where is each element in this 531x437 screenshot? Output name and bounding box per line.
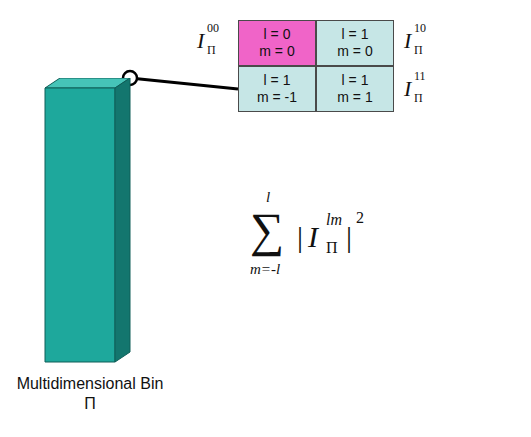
intensity-symbol: I	[404, 78, 411, 100]
cell-index: m = -1	[257, 89, 297, 106]
coefficient-cell: l = 1m = -1	[238, 66, 316, 112]
index-superscript: lm	[326, 212, 342, 228]
bin-subscript: Π	[414, 92, 423, 104]
bin-cuboid	[15, 78, 165, 368]
cell-index: l = 1	[342, 26, 369, 43]
bin-subscript: Π	[414, 44, 423, 56]
sum-upper-limit: l	[266, 190, 270, 205]
histogram-bin: Multidimensional Bin Π	[15, 78, 165, 423]
sum-lower-limit: m=-l	[250, 262, 280, 277]
index-superscript: 00	[207, 22, 219, 34]
index-superscript: 11	[414, 70, 426, 82]
coefficient-cell: l = 1m = 0	[316, 20, 394, 66]
cuboid-front	[45, 88, 115, 362]
bin-subscript: Π	[207, 44, 216, 56]
index-superscript: 10	[414, 22, 426, 34]
sum-symbol: ∑	[250, 206, 284, 254]
cuboid-side	[115, 78, 130, 362]
cell-index: l = 0	[264, 26, 291, 43]
cell-index: m = 0	[337, 43, 372, 60]
intensity-symbol: I	[404, 30, 411, 52]
leader-connector	[130, 78, 238, 89]
cell-index: m = 0	[259, 43, 294, 60]
abs-bar: |	[297, 222, 303, 252]
cell-index: l = 1	[264, 72, 291, 89]
cell-index: l = 1	[342, 72, 369, 89]
bin-label: Multidimensional Bin Π	[15, 374, 165, 414]
intensity-symbol: I	[308, 222, 318, 252]
power-superscript: 2	[356, 210, 364, 226]
bin-subscript: Π	[326, 240, 338, 256]
abs-bar: |	[346, 222, 352, 252]
intensity-symbol: I	[197, 30, 204, 52]
coefficient-cell: l = 1m = 1	[316, 66, 394, 112]
coefficient-cell: l = 0m = 0	[238, 20, 316, 66]
cell-index: m = 1	[337, 89, 372, 106]
